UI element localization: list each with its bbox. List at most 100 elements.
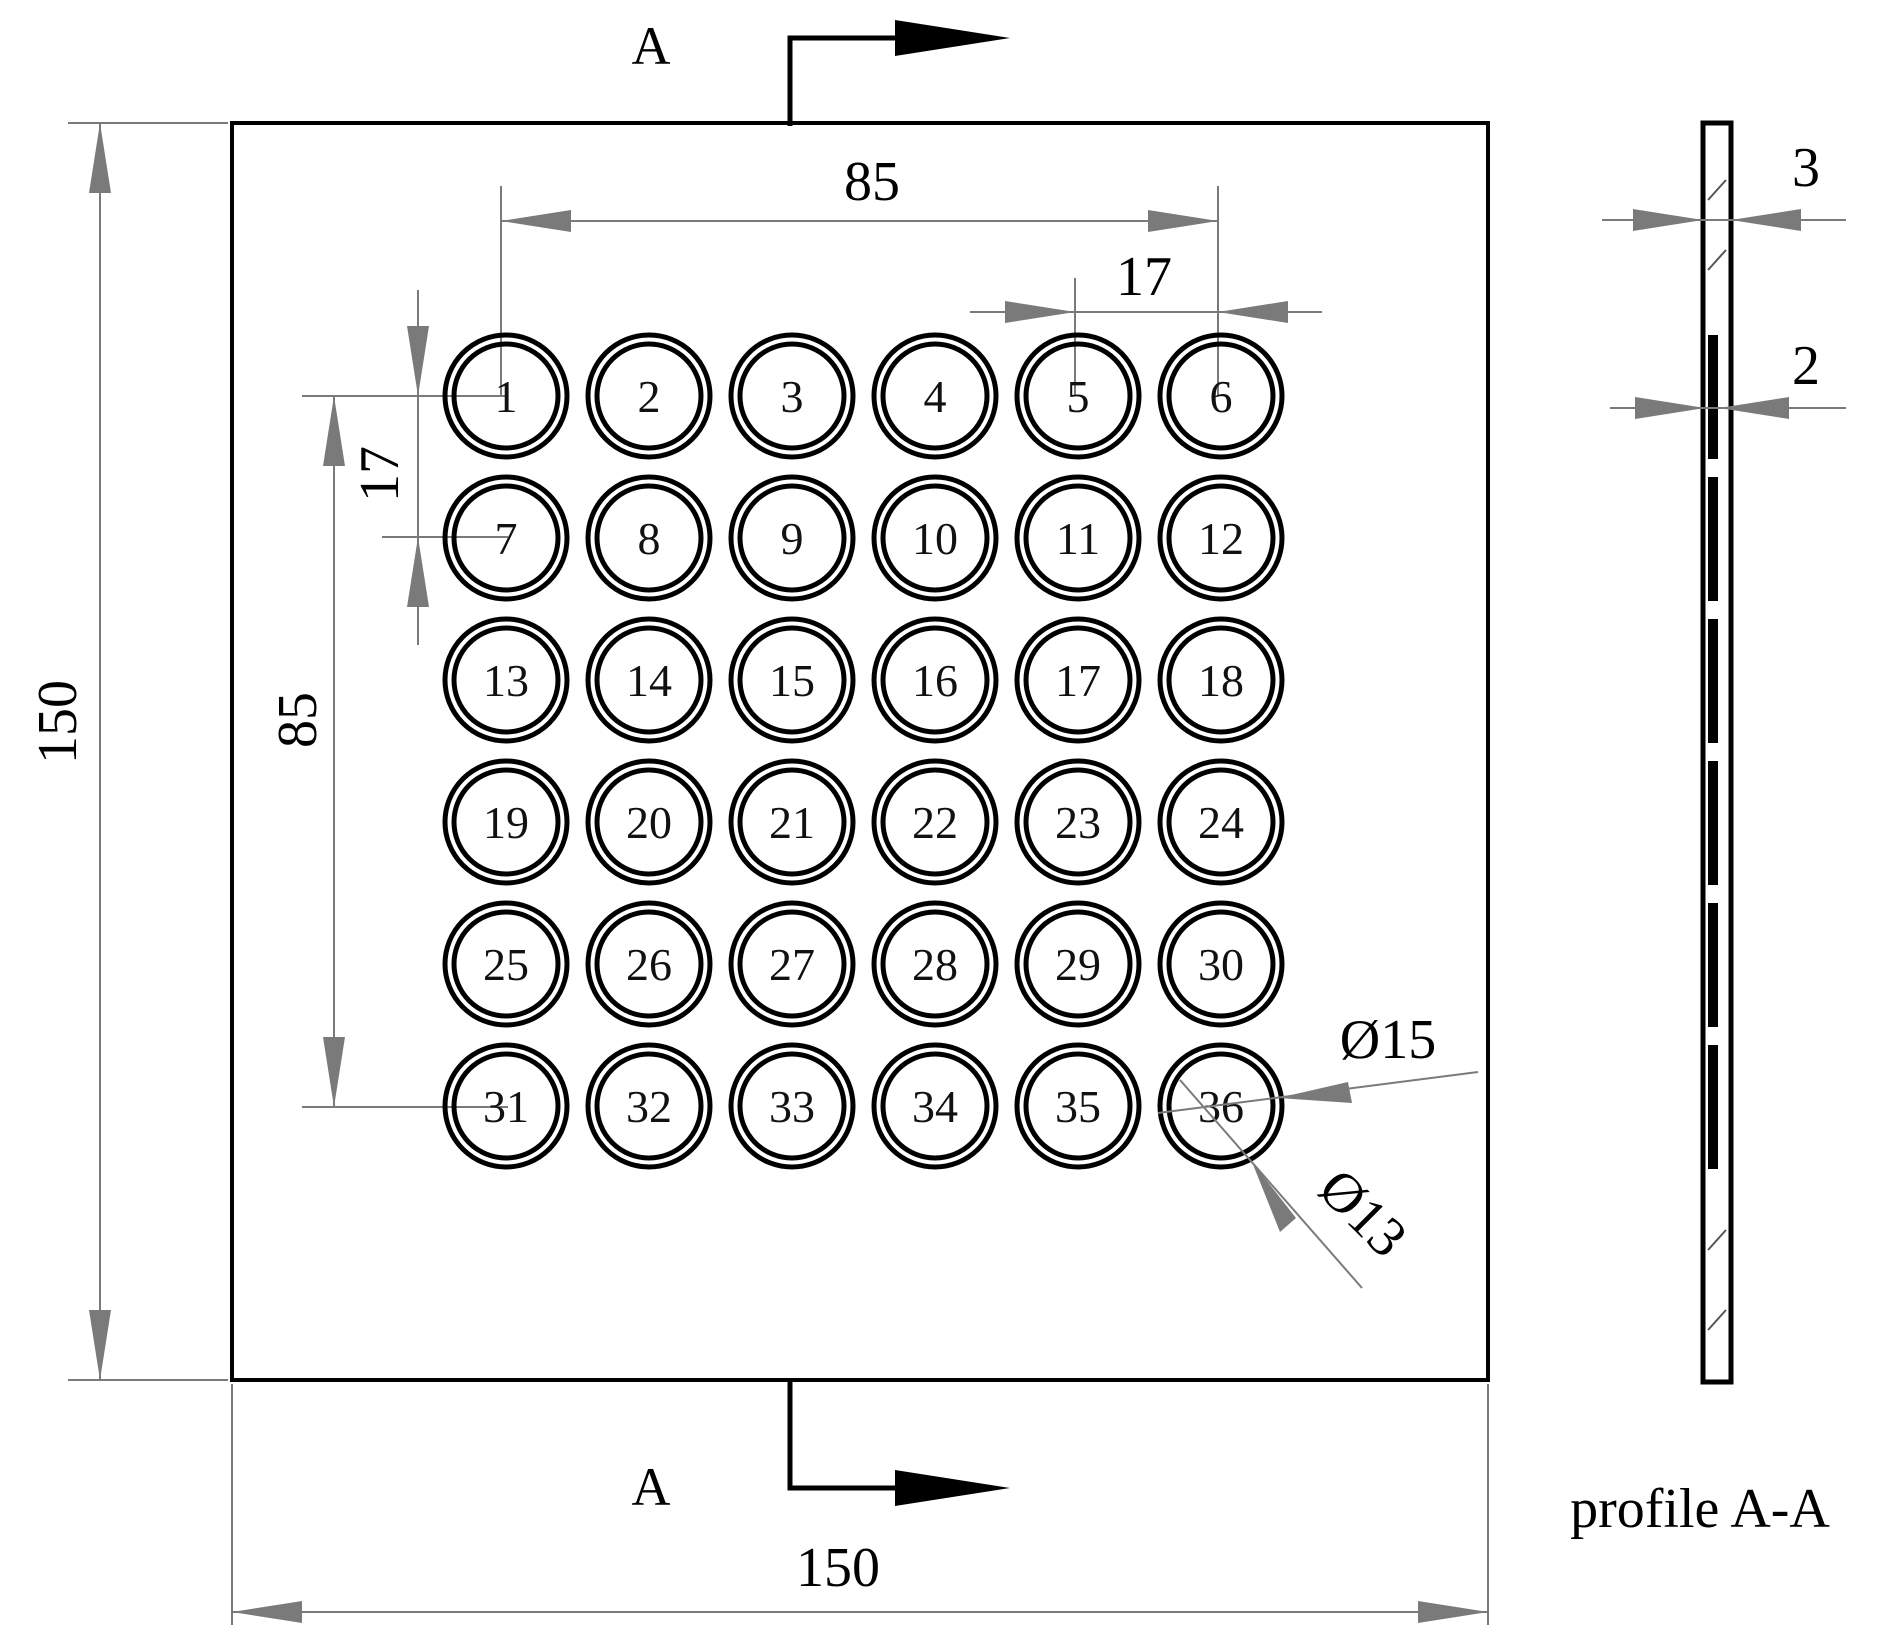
- hole-number: 7: [495, 513, 518, 564]
- hole-outer-ring: [728, 758, 856, 886]
- hole-number: 23: [1055, 797, 1101, 848]
- hole-number: 3: [781, 371, 804, 422]
- hole-outer-ring: [585, 1042, 713, 1170]
- hole-number: 8: [638, 513, 661, 564]
- hole-outer-ring: [871, 474, 999, 602]
- dimension-span-vertical-label: 85: [267, 692, 329, 748]
- section-marker-bottom: A: [632, 1378, 1010, 1517]
- dimension-span-horizontal: 85: [500, 151, 1219, 396]
- profile-label: profile A-A: [1570, 1478, 1830, 1540]
- dimension-pitch-horizontal: 17: [970, 246, 1322, 396]
- hole: 19: [442, 758, 570, 886]
- hole-inner-ring: [594, 341, 704, 451]
- hole-number: 17: [1055, 655, 1101, 706]
- hole-outer-ring: [871, 616, 999, 744]
- hole-inner-ring: [1023, 909, 1133, 1019]
- hole-inner-ring: [737, 483, 847, 593]
- hole-outer-ring: [871, 332, 999, 460]
- hole-outer-ring: [1157, 900, 1285, 1028]
- hole-number: 24: [1198, 797, 1244, 848]
- hole-inner-ring: [451, 767, 561, 877]
- hole-inner-ring: [1023, 341, 1133, 451]
- hole-inner-ring: [1023, 767, 1133, 877]
- hole-outer-ring: [442, 474, 570, 602]
- hole-inner-ring: [451, 909, 561, 1019]
- hole-number: 4: [924, 371, 947, 422]
- hole-number: 18: [1198, 655, 1244, 706]
- hole-number: 2: [638, 371, 661, 422]
- hole-inner-ring: [594, 1051, 704, 1161]
- hole-inner-ring: [451, 1051, 561, 1161]
- hole-inner-ring: [1023, 483, 1133, 593]
- hole: 33: [728, 1042, 856, 1170]
- hole-outer-ring: [585, 900, 713, 1028]
- hole-inner-ring: [880, 1051, 990, 1161]
- hole-outer-ring: [442, 616, 570, 744]
- dimension-pitch-vertical: 17: [349, 290, 508, 645]
- hole: 34: [871, 1042, 999, 1170]
- hole-number: 31: [483, 1081, 529, 1132]
- hole-inner-ring: [737, 625, 847, 735]
- hole-inner-ring: [1023, 1051, 1133, 1161]
- hole-inner-ring: [594, 767, 704, 877]
- hole-outer-ring: [585, 332, 713, 460]
- profile-thickness-recess-label: 2: [1792, 335, 1820, 397]
- hole-outer-ring: [1157, 1042, 1285, 1170]
- section-label-bottom: A: [632, 1457, 671, 1517]
- diameter-outer-callout: Ø15: [1157, 1009, 1479, 1114]
- hole: 8: [585, 474, 713, 602]
- hole-inner-ring: [1166, 909, 1276, 1019]
- hole: 21: [728, 758, 856, 886]
- dimension-width-label: 150: [796, 1537, 880, 1599]
- hole-number: 21: [769, 797, 815, 848]
- hole-outer-ring: [871, 900, 999, 1028]
- hole: 1: [442, 332, 570, 460]
- hole: 5: [1014, 332, 1142, 460]
- hole-outer-ring: [585, 474, 713, 602]
- hole-number: 5: [1067, 371, 1090, 422]
- hole-inner-ring: [1166, 341, 1276, 451]
- hole-outer-ring: [442, 758, 570, 886]
- hole: 31: [442, 1042, 570, 1170]
- hole-number: 12: [1198, 513, 1244, 564]
- hole: 17: [1014, 616, 1142, 744]
- hole: 22: [871, 758, 999, 886]
- hole-inner-ring: [1023, 625, 1133, 735]
- hole: 7: [442, 474, 570, 602]
- hole-outer-ring: [442, 900, 570, 1028]
- hole-inner-ring: [880, 767, 990, 877]
- dimension-height-label: 150: [27, 680, 89, 764]
- section-label-top: A: [632, 16, 671, 76]
- hole: 13: [442, 616, 570, 744]
- hole-outer-ring: [1157, 758, 1285, 886]
- hole-number: 6: [1210, 371, 1233, 422]
- hole: 29: [1014, 900, 1142, 1028]
- diameter-outer-label: Ø15: [1340, 1009, 1436, 1071]
- hole-inner-ring: [451, 625, 561, 735]
- hole-outer-ring: [728, 1042, 856, 1170]
- hole-number: 14: [626, 655, 672, 706]
- hole-inner-ring: [880, 625, 990, 735]
- hole: 28: [871, 900, 999, 1028]
- hole-inner-ring: [737, 767, 847, 877]
- hole-outer-ring: [1014, 616, 1142, 744]
- hole: 24: [1157, 758, 1285, 886]
- hole-number: 16: [912, 655, 958, 706]
- hole-inner-ring: [1166, 767, 1276, 877]
- hole-inner-ring: [594, 625, 704, 735]
- hole: 25: [442, 900, 570, 1028]
- hole-number: 29: [1055, 939, 1101, 990]
- hole: 6: [1157, 332, 1285, 460]
- hole: 27: [728, 900, 856, 1028]
- hole: 4: [871, 332, 999, 460]
- hole: 30: [1157, 900, 1285, 1028]
- hole-number: 19: [483, 797, 529, 848]
- hole-inner-ring: [880, 909, 990, 1019]
- hole-number: 27: [769, 939, 815, 990]
- hole-inner-ring: [1166, 483, 1276, 593]
- hole-outer-ring: [1014, 1042, 1142, 1170]
- hole-inner-ring: [594, 483, 704, 593]
- hole-inner-ring: [737, 1051, 847, 1161]
- hole-inner-ring: [594, 909, 704, 1019]
